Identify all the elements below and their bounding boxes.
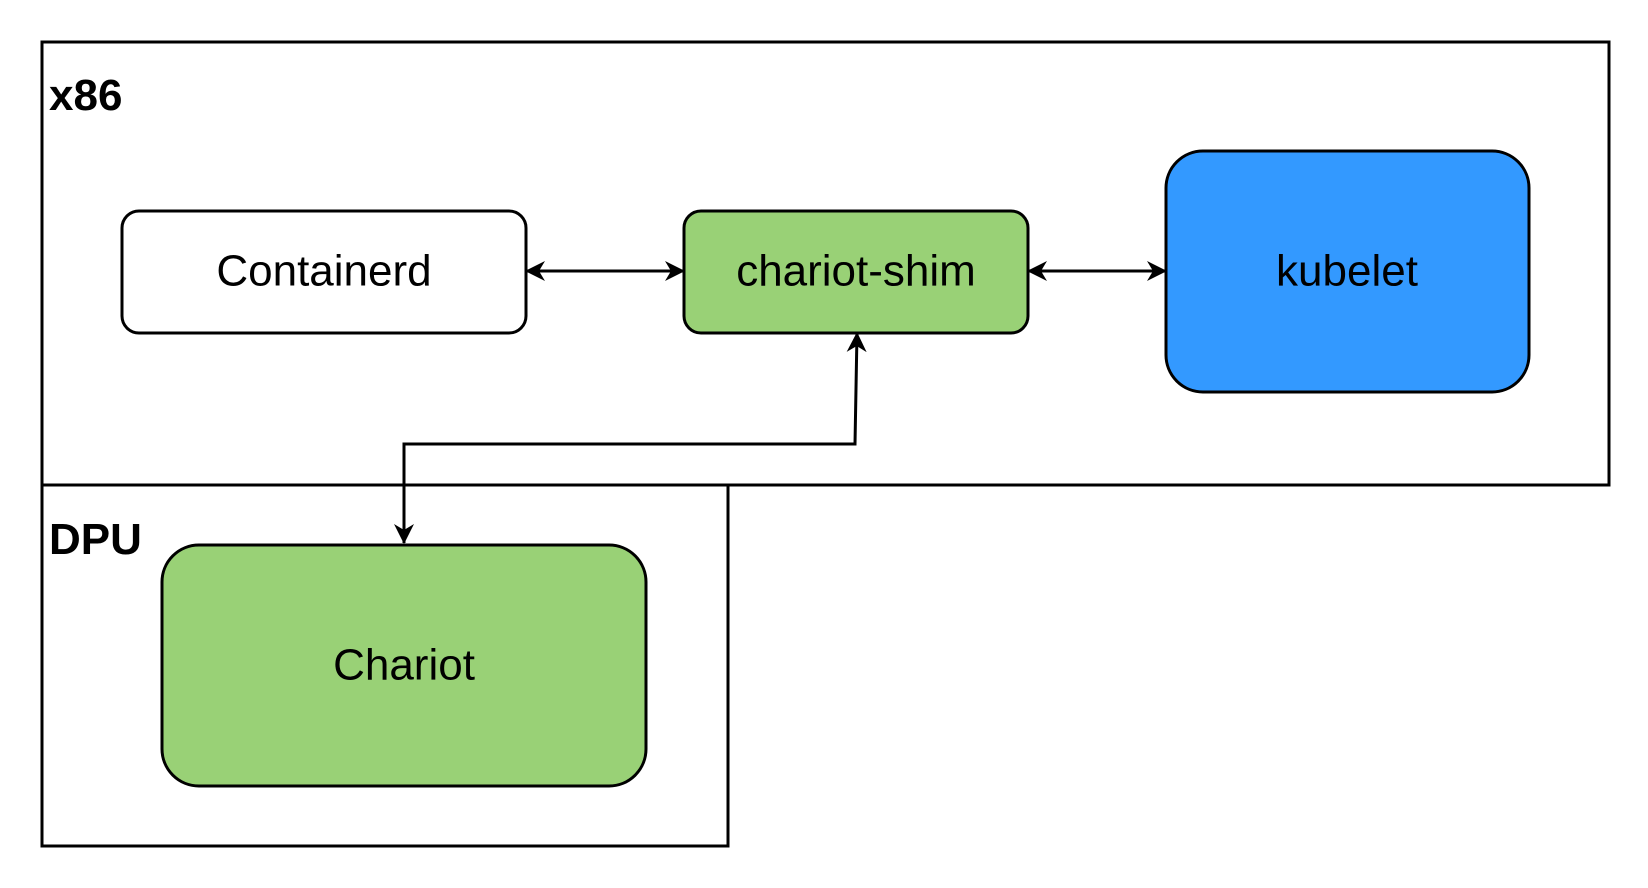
node-chariot-shim: chariot-shim (682, 209, 1030, 335)
container-x86-label: x86 (49, 71, 122, 120)
node-chariot-box (160, 543, 648, 788)
node-kubelet-label: kubelet (1276, 247, 1418, 296)
edge-chariot-shim-chariot (394, 332, 867, 544)
node-kubelet-box (1164, 149, 1531, 394)
node-containerd: Containerd (120, 209, 528, 335)
container-dpu-label: DPU (49, 515, 142, 564)
node-containerd-box (120, 209, 528, 335)
node-containerd-label: Containerd (216, 247, 431, 296)
node-chariot-label: Chariot (333, 641, 475, 690)
edges (394, 261, 1167, 544)
node-chariot-shim-box (682, 209, 1030, 335)
node-kubelet: kubelet (1164, 149, 1531, 394)
node-chariot: Chariot (160, 543, 648, 788)
node-chariot-shim-label: chariot-shim (736, 247, 976, 296)
